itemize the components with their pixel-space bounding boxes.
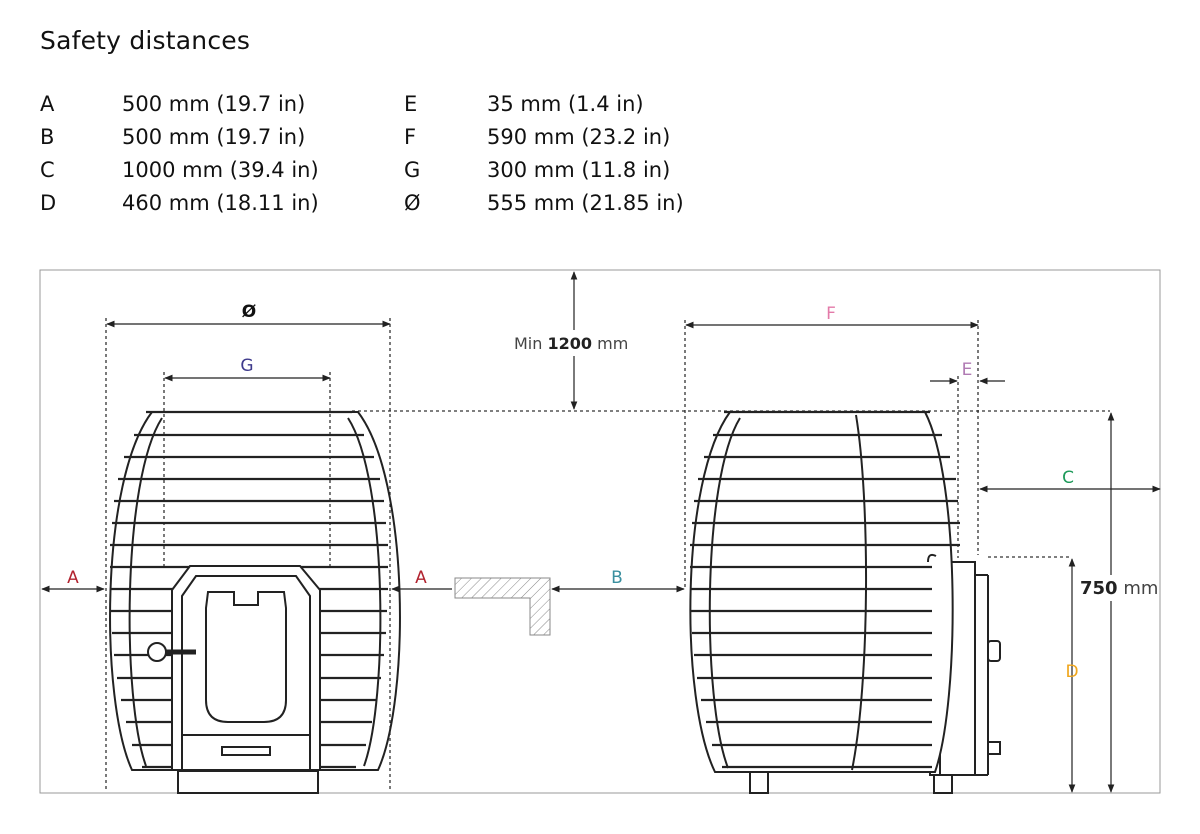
spec-value: 500 mm (19.7 in): [122, 125, 306, 149]
spec-value: 35 mm (1.4 in): [487, 92, 644, 116]
stove-front-inner-left: [128, 417, 163, 767]
stove-front-base: [177, 770, 319, 794]
wall-hatch: [454, 577, 551, 636]
spec-letter: C: [40, 158, 55, 182]
spec-letter: Ø: [404, 191, 421, 215]
spec-value: 300 mm (11.8 in): [487, 158, 671, 182]
height-unit: mm: [1123, 578, 1158, 599]
label-a-left: A: [67, 568, 79, 588]
stove-side-rings: [690, 410, 960, 769]
spec-value: 1000 mm (39.4 in): [122, 158, 319, 182]
stove-door-window: [205, 591, 287, 723]
stove-front-view: [109, 410, 401, 794]
spec-letter: G: [404, 158, 421, 182]
label-d: D: [1065, 662, 1078, 682]
spec-letters-right: E F G Ø: [404, 88, 421, 220]
label-b: B: [611, 568, 623, 588]
spec-letters-left: A B C D: [40, 88, 56, 220]
stove-door-inner: [181, 575, 311, 770]
page-title: Safety distances: [40, 26, 251, 55]
min-unit: mm: [597, 334, 628, 353]
spec-letter: A: [40, 92, 55, 116]
label-min: Min 1200 mm: [514, 334, 628, 353]
stove-side-body: [689, 411, 954, 773]
diameter-dimension: [105, 318, 391, 790]
label-e: E: [962, 360, 973, 380]
label-a-right: A: [415, 568, 427, 588]
height-label-bg: [1078, 575, 1158, 601]
label-g: G: [240, 356, 253, 376]
g-dimension: [163, 372, 331, 566]
stove-side-view: [689, 410, 1001, 794]
label-height: 750 mm: [1080, 578, 1158, 599]
height-value: 750: [1080, 578, 1118, 599]
spec-letter: D: [40, 191, 57, 215]
stove-front-inner-right: [347, 417, 382, 767]
spec-value: 460 mm (18.11 in): [122, 191, 319, 215]
spec-letter: F: [404, 125, 417, 149]
side-knob: [987, 640, 1001, 662]
stove-handle-knob: [147, 642, 167, 662]
spec-value: 500 mm (19.7 in): [122, 92, 306, 116]
spec-values-right: 35 mm (1.4 in) 590 mm (23.2 in) 300 mm (…: [487, 88, 684, 220]
spec-letter: B: [40, 125, 55, 149]
label-diameter: Ø: [242, 302, 256, 322]
min-prefix: Min: [514, 334, 542, 353]
spec-values-left: 500 mm (19.7 in) 500 mm (19.7 in) 1000 m…: [122, 88, 319, 220]
spec-value: 555 mm (21.85 in): [487, 191, 684, 215]
stove-side-seam: [851, 414, 868, 771]
label-f: F: [826, 304, 836, 324]
spec-value: 590 mm (23.2 in): [487, 125, 671, 149]
e-dimension: [930, 376, 1005, 558]
f-dimension: [684, 320, 979, 590]
diagram-frame: [39, 269, 1161, 794]
stove-ash-slot: [221, 746, 271, 756]
min-label-bg: [510, 330, 640, 356]
min-value: 1200: [547, 334, 592, 353]
spec-letter: E: [404, 92, 418, 116]
label-c: C: [1062, 468, 1074, 488]
